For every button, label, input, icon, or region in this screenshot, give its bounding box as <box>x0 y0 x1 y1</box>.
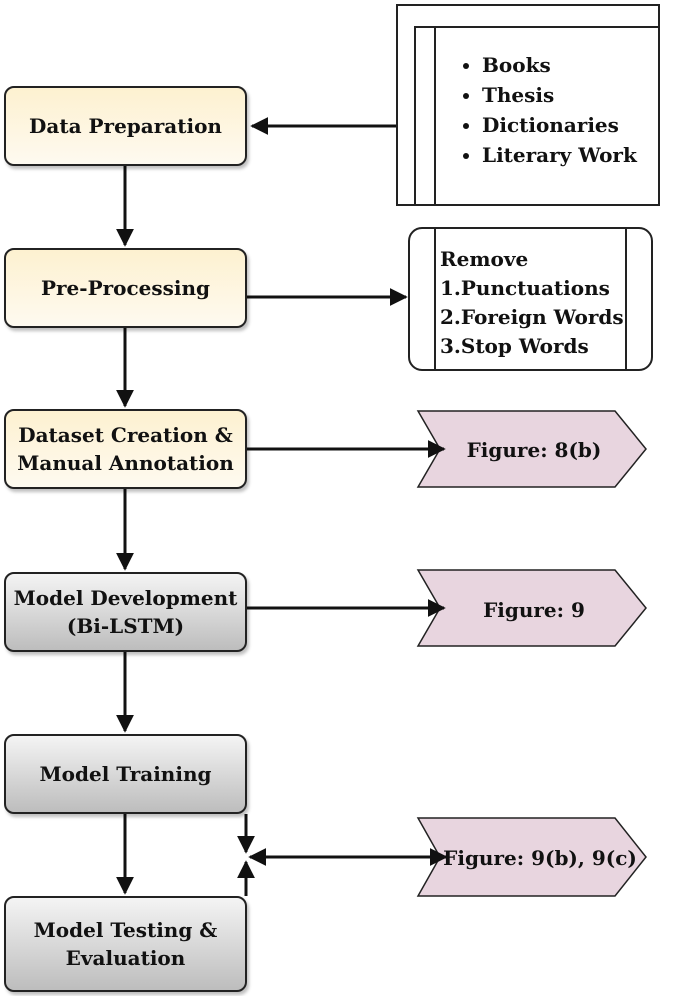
model-development-label: Model Development (Bi-LSTM) <box>13 586 238 638</box>
figure-9-label: Figure: 9 <box>483 598 585 622</box>
pre-processing-label: Pre-Processing <box>40 276 211 300</box>
remove-title: Remove <box>440 247 529 271</box>
remove-item-punctuations: 1.Punctuations <box>440 276 610 300</box>
source-item-dictionaries: Dictionaries <box>482 110 637 140</box>
remove-left-bar <box>434 229 436 369</box>
model-development-box: Model Development (Bi-LSTM) <box>4 572 247 652</box>
sources-list: Books Thesis Dictionaries Literary Work <box>448 50 637 170</box>
data-sources-box: Books Thesis Dictionaries Literary Work <box>396 4 660 206</box>
data-preparation-label: Data Preparation <box>29 114 222 138</box>
model-training-box: Model Training <box>4 734 247 814</box>
dataset-creation-label: Dataset Creation & Manual Annotation <box>17 423 234 475</box>
model-testing-label: Model Testing & Evaluation <box>33 918 218 970</box>
data-preparation-box: Data Preparation <box>4 86 247 166</box>
remove-item-foreign-words: 2.Foreign Words <box>440 305 624 329</box>
remove-steps-box: Remove 1.Punctuations 2.Foreign Words 3.… <box>408 227 653 371</box>
model-testing-box: Model Testing & Evaluation <box>4 896 247 992</box>
sources-inner-rule <box>434 26 436 204</box>
source-item-books: Books <box>482 50 637 80</box>
dataset-creation-box: Dataset Creation & Manual Annotation <box>4 409 247 489</box>
source-item-literary-work: Literary Work <box>482 140 637 170</box>
figure-9b-9c-label: Figure: 9(b), 9(c) <box>443 846 637 870</box>
remove-right-bar <box>625 229 627 369</box>
model-training-label: Model Training <box>39 762 212 786</box>
sources-top-rule <box>414 26 658 28</box>
sources-left-rule <box>414 26 416 204</box>
pre-processing-box: Pre-Processing <box>4 248 247 328</box>
source-item-thesis: Thesis <box>482 80 637 110</box>
figure-8b-label: Figure: 8(b) <box>466 438 602 462</box>
remove-list: Remove 1.Punctuations 2.Foreign Words 3.… <box>440 245 624 361</box>
remove-item-stop-words: 3.Stop Words <box>440 334 589 358</box>
